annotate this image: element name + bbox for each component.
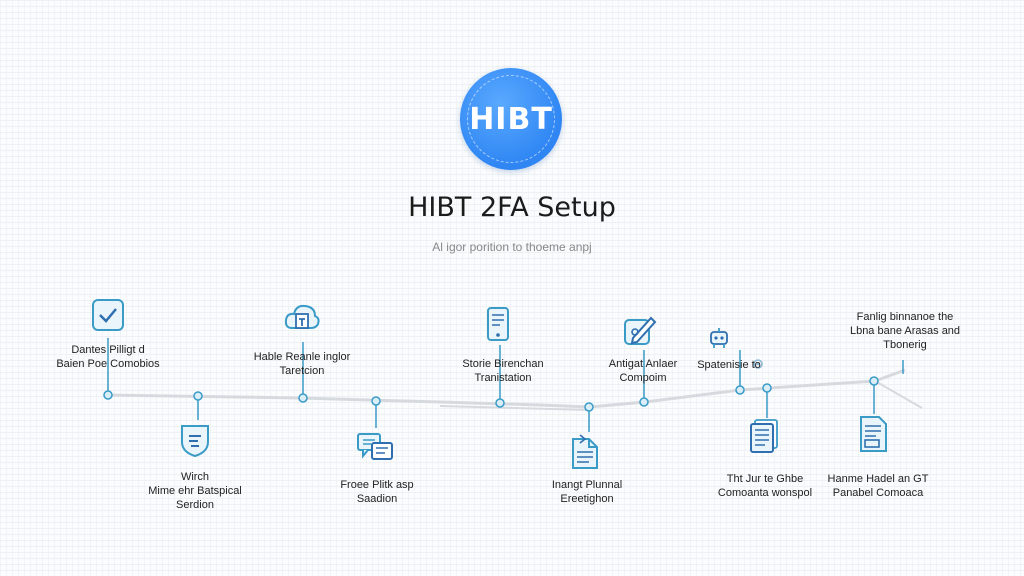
logo-text: HIBT xyxy=(469,101,553,137)
step-label-line: Mime ehr Batspical xyxy=(148,485,242,497)
step-label-line: Serdion xyxy=(176,499,214,511)
step-label-7: Antigat Anlaer Compoim xyxy=(568,357,718,385)
step-label-line: Hanme Hadel an GT xyxy=(827,473,929,485)
report-icon xyxy=(853,414,893,454)
step-label-line: Wirch xyxy=(180,471,210,483)
step-label-line: Tbonerig xyxy=(883,339,927,351)
step-node-1 xyxy=(103,390,113,400)
step-node-7 xyxy=(639,397,649,407)
step-label-line: Fanlig binnanoe the xyxy=(856,311,954,323)
step-label-9: Tht Jur te Ghbe Comoanta wonspol xyxy=(690,472,840,500)
step-label-line: Taretcion xyxy=(279,365,325,377)
step-label-6: Inangt Plunnal Ereetighon xyxy=(512,478,662,506)
hibt-logo: HIBT xyxy=(460,68,562,170)
step-node-6 xyxy=(584,402,594,412)
robot-icon xyxy=(699,318,739,358)
step-label-line: Compoim xyxy=(619,372,667,384)
step-label-line: Spatenisie to xyxy=(697,359,761,371)
step-node-3 xyxy=(298,393,308,403)
step-label-8: Spatenisie to xyxy=(654,358,804,372)
timeline-secondary-line xyxy=(439,405,591,411)
step-label-line: Baien Poe Comobios xyxy=(56,358,160,370)
timeline-branch-line xyxy=(874,380,923,409)
checkbox-icon xyxy=(88,295,128,335)
step-label-line: Tht Jur te Ghbe xyxy=(726,473,804,485)
step-label-line: Comoanta wonspol xyxy=(717,487,813,499)
step-label-line: Saadion xyxy=(356,493,398,505)
step-node-2 xyxy=(193,391,203,401)
cloud-document-icon xyxy=(282,298,322,338)
page-title: HIBT 2FA Setup xyxy=(408,192,616,223)
document-stack-icon xyxy=(744,417,784,457)
step-label-1: Dantes Pilligt d Baien Poe Comobios xyxy=(33,343,183,371)
step-label-line: Antigat Anlaer xyxy=(608,358,678,370)
step-node-5 xyxy=(495,398,505,408)
chat-bubbles-icon xyxy=(355,428,395,468)
step-node-9 xyxy=(762,383,772,393)
step-label-line: Lbna bane Arasas and xyxy=(849,325,961,337)
step-label-3: Hable Reanle inglor Taretcion xyxy=(227,350,377,378)
step-node-10 xyxy=(869,376,879,386)
step-node-4 xyxy=(371,396,381,406)
gear-icon xyxy=(748,354,768,374)
phone-document-icon xyxy=(478,305,518,345)
page-subtitle: Al igor porition to thoeme anpj xyxy=(432,240,592,254)
step-label-5: Storie Birenchan Tranistation xyxy=(428,357,578,385)
step-label-2: Wirch Mime ehr Batspical Serdion xyxy=(120,470,270,512)
step-node-8 xyxy=(735,385,745,395)
step-label-line: Inangt Plunnal xyxy=(551,479,623,491)
step-label-line: Dantes Pilligt d xyxy=(71,344,145,356)
pen-key-icon xyxy=(620,310,660,350)
document-list-icon xyxy=(565,432,605,472)
step-label-4: Froee Plitk asp Saadion xyxy=(302,478,452,506)
step-label-line: Tranistation xyxy=(474,372,532,384)
step-label-line: Froee Plitk asp xyxy=(340,479,414,491)
step-label-10: Hanme Hadel an GT Panabel Comoaca xyxy=(803,472,953,500)
step-label-line: Storie Birenchan xyxy=(462,358,544,370)
step-label-line: Panabel Comoaca xyxy=(832,487,924,499)
shield-icon xyxy=(175,420,215,460)
step-label-11: Fanlig binnanoe the Lbna bane Arasas and… xyxy=(830,310,980,352)
step-label-line: Ereetighon xyxy=(560,493,614,505)
step-label-line: Hable Reanle inglor xyxy=(253,351,351,363)
